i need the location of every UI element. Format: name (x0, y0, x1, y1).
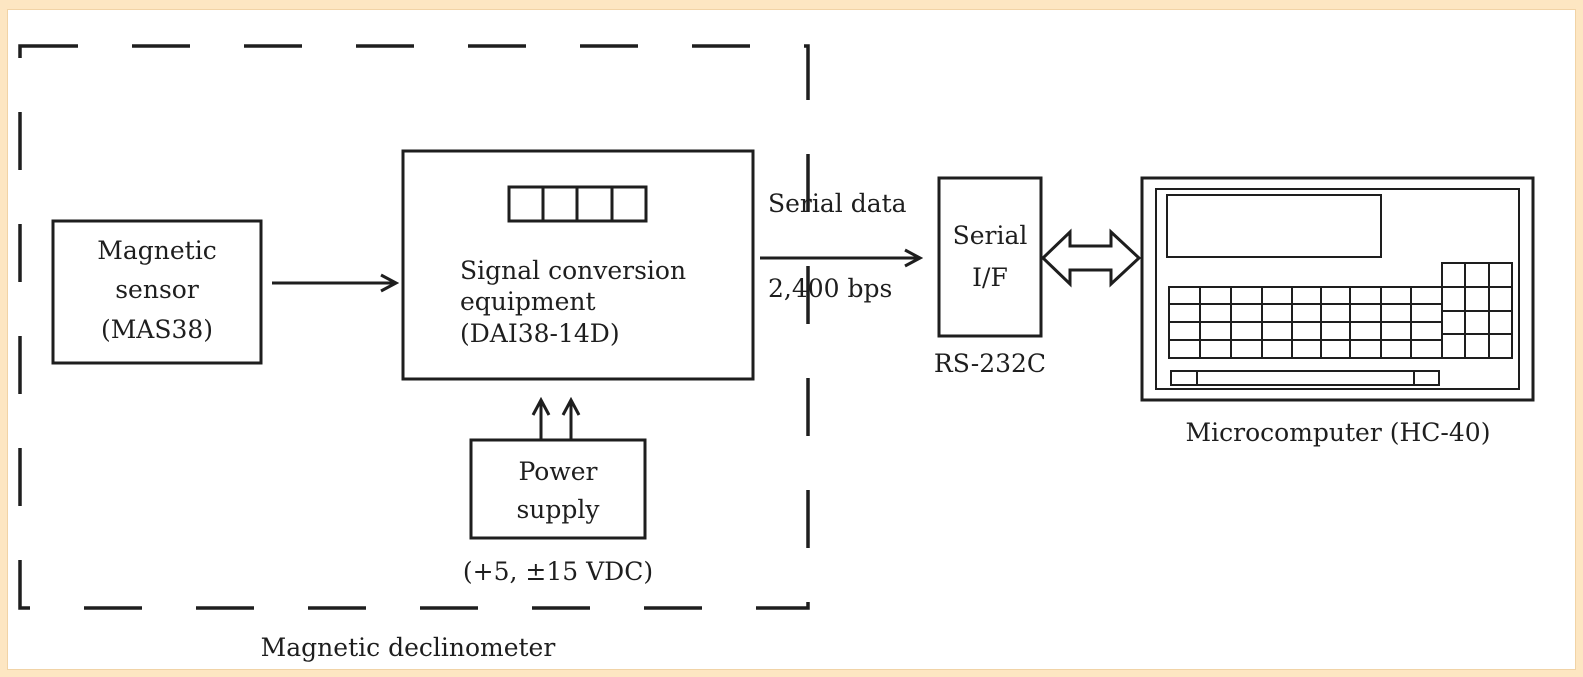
converter-label-line2: equipment (460, 287, 596, 316)
converter-label-line3: (DAI38-14D) (460, 319, 620, 348)
converter-label-line1: Signal conversion (460, 256, 686, 285)
declinometer-label: Magnetic declinometer (261, 633, 556, 662)
magnetic-sensor-block: Magnetic sensor (MAS38) (53, 221, 261, 363)
serial-data-label: Serial data (768, 189, 907, 218)
power-label-line2: supply (516, 495, 600, 524)
computer-screen (1167, 195, 1381, 257)
bidirectional-arrow-icon (1043, 232, 1139, 284)
rs232c-label: RS-232C (934, 349, 1046, 378)
microcomputer-block: Microcomputer (HC-40) (1142, 178, 1533, 447)
declinometer-enclosure: Magnetic declinometer (20, 46, 808, 662)
microcomputer-label: Microcomputer (HC-40) (1186, 418, 1491, 447)
serial-if-label-line2: I/F (972, 263, 1008, 292)
baud-rate-label: 2,400 bps (768, 274, 892, 303)
display-window-icon (509, 187, 646, 221)
serial-if-label-line1: Serial (953, 221, 1028, 250)
sensor-label-line3: (MAS38) (101, 315, 213, 344)
serial-link: Serial data 2,400 bps (760, 189, 920, 303)
sensor-label-line1: Magnetic (97, 236, 216, 265)
sensor-label-line2: sensor (115, 275, 199, 304)
keyboard-icon (1169, 263, 1512, 385)
power-voltage-label: (+5, ±15 VDC) (463, 557, 653, 586)
power-label-line1: Power (518, 457, 597, 486)
signal-conversion-block: Signal conversion equipment (DAI38-14D) (403, 151, 753, 379)
power-supply-block: Power supply (+5, ±15 VDC) (463, 440, 653, 586)
serial-interface-block: Serial I/F RS-232C (934, 178, 1046, 378)
